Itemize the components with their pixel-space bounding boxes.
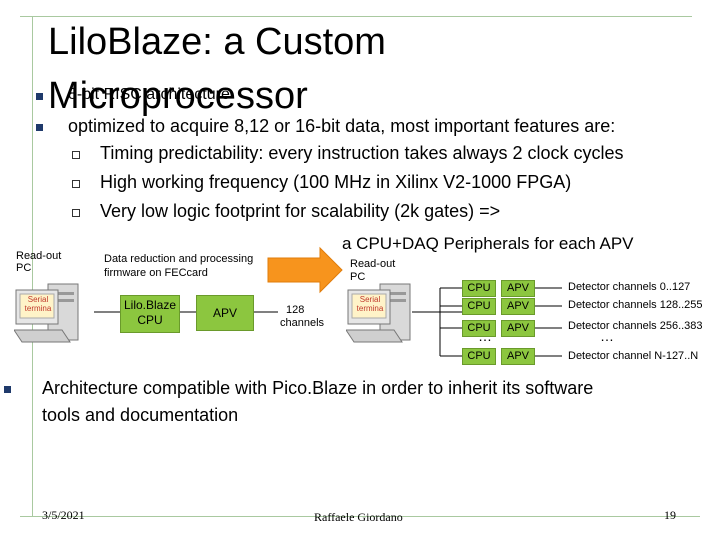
slide-title-line2: Microprocessor xyxy=(48,75,308,117)
fec-description: Data reduction and processing firmware o… xyxy=(104,253,254,279)
right-arrow-icon xyxy=(267,246,343,294)
bullet-text-3-line1: Architecture compatible with Pico.Blaze … xyxy=(42,378,594,398)
sub-bullet-text-3: Very low logic footprint for scalability… xyxy=(100,201,501,221)
serial-terminal-label: Serial termina xyxy=(356,295,384,313)
bullet-text-3-line2: tools and documentation xyxy=(42,405,239,425)
computer-icon xyxy=(346,283,411,343)
apv-chip: APV xyxy=(501,280,535,297)
top-rule xyxy=(20,16,692,17)
cpu-chip: CPU xyxy=(462,280,496,297)
detector-channels-label: Detector channels 0..127 xyxy=(568,281,691,293)
apv-block: APV xyxy=(196,295,254,331)
serial-terminal-label: Serial termina xyxy=(24,295,52,313)
cpu-chip: CPU xyxy=(462,298,496,315)
readout-pc-label: Read-out PC xyxy=(16,250,62,274)
channels-label: 128 channels xyxy=(280,304,325,329)
footer-date: 3/5/2021 xyxy=(42,508,85,522)
sub-bullet-box-icon xyxy=(72,180,80,188)
left-rule xyxy=(32,16,33,516)
apv-chip: APV xyxy=(501,320,535,337)
bullet-square-icon xyxy=(36,93,43,100)
cpu-chip: CPU xyxy=(462,320,496,337)
bullet-square-icon xyxy=(36,124,43,131)
bullet-text-1: 8-bit RISC architecture xyxy=(68,86,230,103)
footer-author: Raffaele Giordano xyxy=(314,510,403,524)
bullet-text-2: optimized to acquire 8,12 or 16-bit data… xyxy=(68,116,616,136)
cpu-daq-text: a CPU+DAQ Peripherals for each APV xyxy=(342,234,634,253)
sub-bullet-box-icon xyxy=(72,151,80,159)
apv-chip: APV xyxy=(501,348,535,365)
readout-pc-label-right: Read-out PC xyxy=(350,258,396,283)
page-number: 19 xyxy=(664,508,676,522)
ellipsis-icon: … xyxy=(478,328,492,344)
apv-chip: APV xyxy=(501,298,535,315)
bottom-rule xyxy=(20,516,700,517)
detector-channels-label: Detector channel N-127..N xyxy=(568,350,699,362)
computer-icon xyxy=(14,283,79,343)
slide-title-line1: LiloBlaze: a Custom xyxy=(48,21,386,63)
detector-channels-label: Detector channels 128..255 xyxy=(568,299,703,311)
liloblaze-cpu-block: Lilo.Blaze CPU xyxy=(120,295,180,333)
sub-bullet-text-2: High working frequency (100 MHz in Xilin… xyxy=(100,172,572,192)
sub-bullet-box-icon xyxy=(72,209,80,217)
bullet-square-icon xyxy=(4,386,11,393)
ellipsis-icon: … xyxy=(600,328,614,344)
detector-channels-label: Detector channels 256..383 xyxy=(568,320,703,332)
cpu-chip: CPU xyxy=(462,348,496,365)
sub-bullet-text-1: Timing predictability: every instruction… xyxy=(100,143,624,163)
